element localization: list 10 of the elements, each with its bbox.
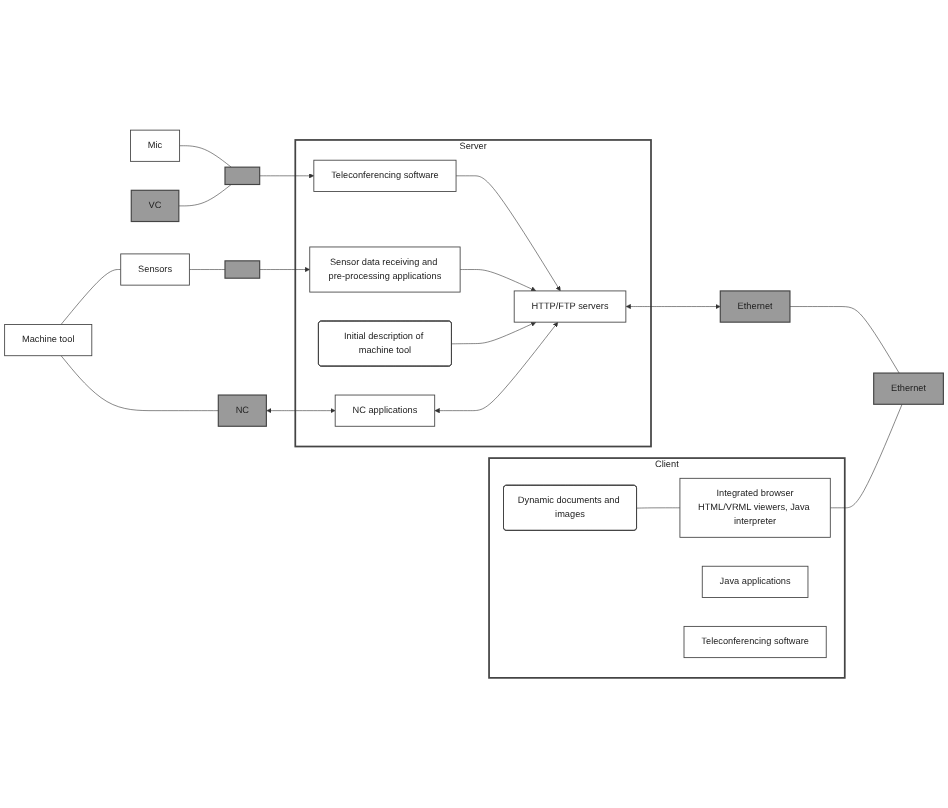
connector [60, 269, 121, 325]
connector [178, 184, 232, 207]
node-box [224, 166, 261, 186]
connector [830, 404, 903, 509]
node-box [224, 260, 261, 279]
connector [60, 355, 219, 411]
connector [789, 306, 900, 374]
connector [189, 269, 226, 270]
connector [179, 145, 232, 168]
connector [636, 507, 681, 509]
